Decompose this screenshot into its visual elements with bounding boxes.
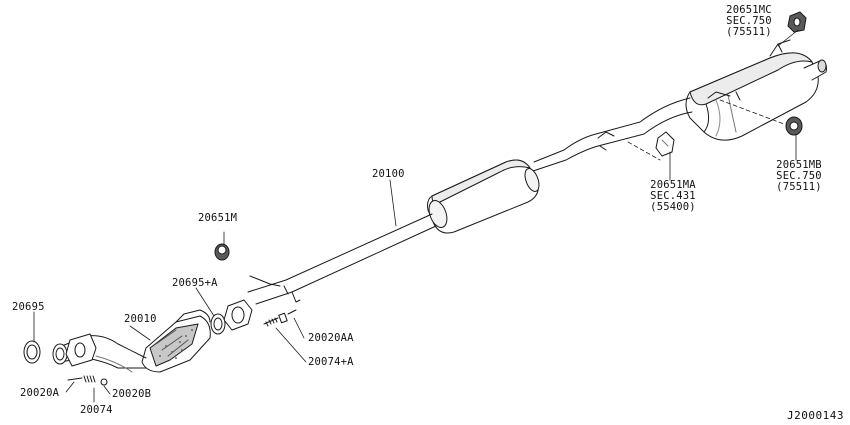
gasket-20695a: [210, 313, 226, 335]
label-20651ma: 20651MA SEC.431 (55400): [636, 180, 710, 213]
part-number: 20651MB: [776, 159, 822, 171]
section-ref: SEC.750: [726, 15, 772, 27]
label-20651mb: 20651MB SEC.750 (75511): [762, 160, 836, 193]
label-20074a: 20074+A: [308, 356, 354, 368]
bolt-spring-20074: [67, 375, 108, 386]
rear-pipe: [529, 97, 693, 173]
figure-reference: J2000143: [787, 409, 844, 422]
flange-front-pipe: [223, 299, 253, 331]
label-20695a: 20695+A: [172, 277, 218, 289]
label-20020a: 20020A: [20, 387, 60, 399]
label-20651mc: 20651MC SEC.750 (75511): [712, 5, 786, 38]
hanger-rubber-20651mc: [787, 11, 807, 33]
label-20074: 20074: [80, 404, 113, 416]
label-20695: 20695: [12, 301, 45, 313]
rear-muffler: [685, 39, 827, 141]
label-20100: 20100: [372, 168, 405, 180]
hanger-rubber-20651m: [214, 243, 230, 261]
front-pipe: [247, 213, 437, 305]
sub-ref: (75511): [726, 26, 772, 38]
label-20020aa: 20020AA: [308, 332, 354, 344]
section-ref: SEC.431: [650, 190, 696, 202]
part-number: 20651MC: [726, 4, 772, 16]
catalytic-converter: [141, 309, 211, 373]
hanger-rubber-20651mb: [785, 116, 803, 136]
gasket-20695: [23, 340, 41, 364]
label-20651m: 20651M: [198, 212, 238, 224]
label-20010: 20010: [124, 313, 157, 325]
hanger-rubber-20651ma: [655, 131, 675, 157]
label-20020b: 20020B: [112, 388, 152, 400]
exhaust-manifold: [52, 333, 147, 373]
part-number: 20651MA: [650, 179, 696, 191]
section-ref: SEC.750: [776, 170, 822, 182]
sub-ref: (75511): [776, 181, 822, 193]
sub-ref: (55400): [650, 201, 696, 213]
center-muffler: [427, 159, 540, 234]
leader-lines: [33, 29, 799, 403]
bolt-spring-20074a: [263, 309, 297, 327]
